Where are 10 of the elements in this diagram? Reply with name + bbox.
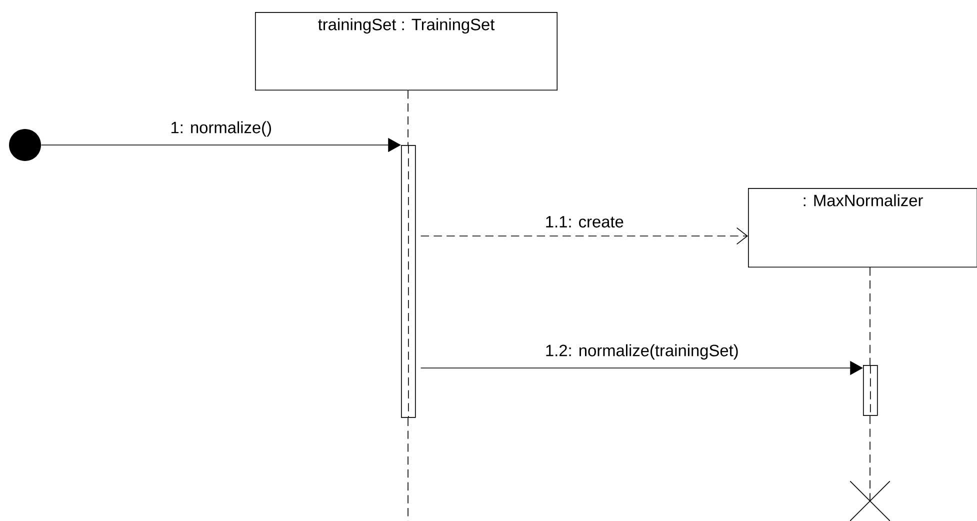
object-box: : MaxNormalizer [748,188,977,268]
message-label: 1.1: create [546,216,624,228]
message-arrow [420,227,748,245]
message-label: 1.2: normalize(trainingSet) [546,344,738,360]
destruction-mark [850,481,890,521]
initial-dot [9,129,41,161]
activation-bar [863,365,878,416]
object-box: trainingSet : TrainingSet [255,12,558,91]
message-label: 1: normalize() [171,121,271,137]
activation-bar [401,145,416,418]
